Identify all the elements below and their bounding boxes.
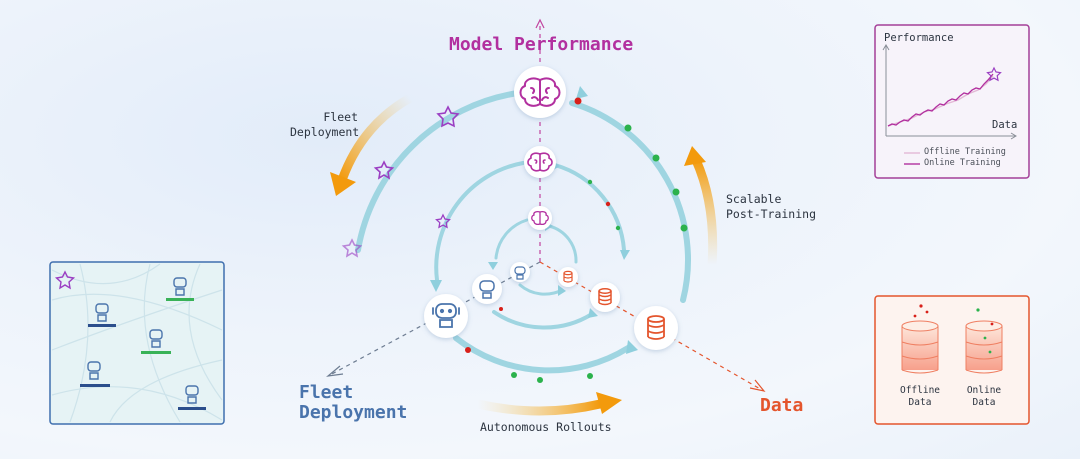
legend-online-training: Online Training [924,158,1001,168]
model-performance-label: Model Performance [449,34,634,55]
robot-icon [432,303,460,328]
chart-xlabel: Data [992,119,1018,131]
data-panel [874,295,1030,425]
fleet-deployment-arc-label: Fleet Deployment [290,110,360,139]
scalable-post-training-label: Scalable Post-Training [726,192,817,221]
robot-icon [514,266,526,280]
robot-icon [479,280,495,299]
brain-icon [519,77,561,107]
offline-database [901,320,939,374]
fleet-deployment-axis-label: Fleet Deployment [299,382,408,423]
legend-offline-training: Offline Training [924,147,1006,157]
database-icon [563,270,573,283]
database-icon [598,288,612,306]
fleet-map-panel [49,261,225,425]
brain-icon [531,210,549,226]
offline-data-label: Offline Data [899,385,941,408]
spiral-arcs [355,90,691,374]
chart-ylabel: Performance [884,32,954,44]
online-data-label: Online Data [966,385,1002,408]
star-icons [341,105,460,258]
performance-chart-panel [874,24,1030,179]
database-icon [647,315,665,340]
online-database [965,320,1003,374]
orange-arrows [330,93,718,416]
data-axis-label: Data [760,395,804,416]
brain-icon [527,152,553,172]
autonomous-rollouts-label: Autonomous Rollouts [480,420,612,434]
arc-dots [465,97,688,383]
